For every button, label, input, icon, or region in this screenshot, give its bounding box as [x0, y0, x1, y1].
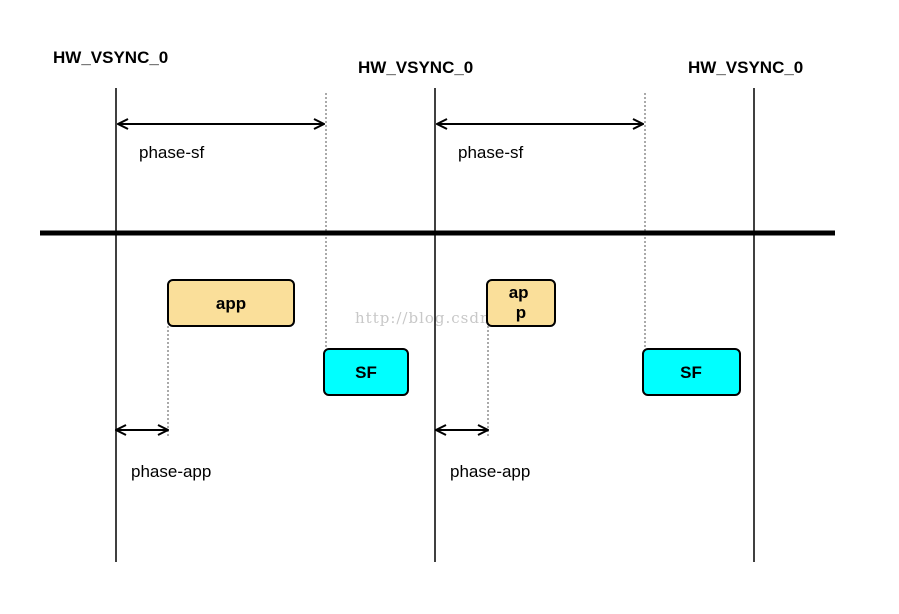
app-box-1-label: app — [216, 294, 246, 313]
sf-box-2-label: SF — [680, 363, 702, 382]
sf-box-1-label: SF — [355, 363, 377, 382]
app-box-1: app — [167, 279, 295, 327]
vsync-label-1: HW_VSYNC_0 — [53, 48, 168, 67]
vsync-label-2: HW_VSYNC_0 — [358, 58, 473, 77]
sf-box-2: SF — [642, 348, 741, 396]
phase-app-label-1: phase-app — [131, 462, 211, 481]
app-box-2-label-line-2: p — [516, 303, 526, 322]
phase-sf-label-1: phase-sf — [139, 143, 204, 162]
app-box-2-label: ap p — [509, 283, 534, 322]
sf-box-1: SF — [323, 348, 409, 396]
phase-app-label-2: phase-app — [450, 462, 530, 481]
app-box-2-label-line-1: ap — [509, 283, 529, 302]
watermark-text: http://blog.csdn.net/ — [355, 309, 530, 327]
phase-sf-label-2: phase-sf — [458, 143, 523, 162]
app-box-2: ap p — [486, 279, 556, 327]
vsync-label-3: HW_VSYNC_0 — [688, 58, 803, 77]
